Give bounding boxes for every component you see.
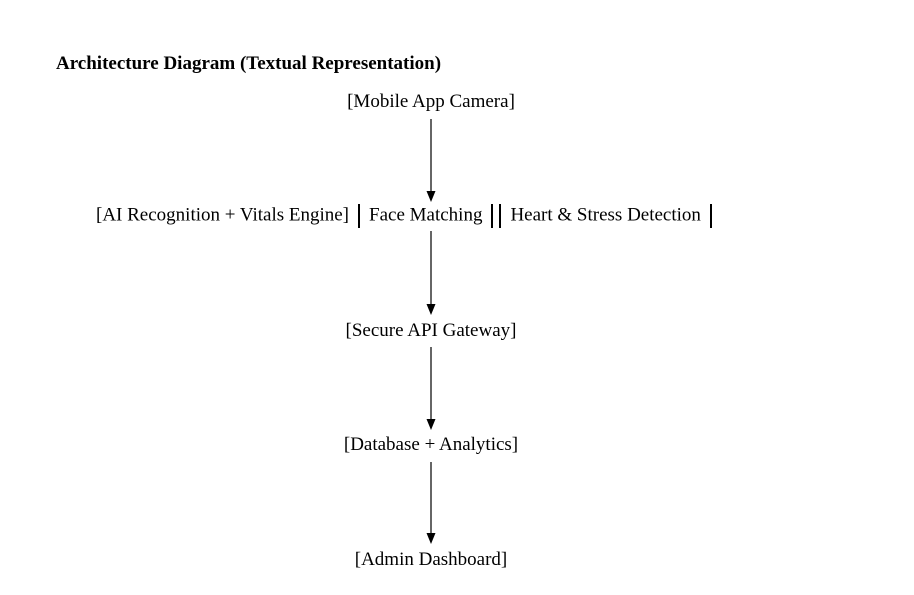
node-secure-api-gateway: [Secure API Gateway]: [345, 320, 517, 341]
divider-bar: [499, 203, 502, 228]
node-database-analytics: [Database + Analytics]: [343, 434, 519, 455]
node-ai-recognition-vitals-engine: [AI Recognition + Vitals Engine]: [96, 204, 350, 226]
node-row-ai-engine: [AI Recognition + Vitals Engine] Face Mat…: [96, 202, 712, 229]
arrow-camera-to-engine: [426, 119, 436, 202]
node-heart-stress-detection: Heart & Stress Detection: [510, 204, 701, 226]
divider-bar: [709, 203, 712, 228]
arrow-gateway-to-database: [426, 347, 436, 430]
divider-bar: [358, 203, 361, 228]
node-admin-dashboard: [Admin Dashboard]: [354, 549, 508, 570]
node-face-matching: Face Matching: [369, 204, 483, 226]
diagram-title: Architecture Diagram (Textual Representa…: [56, 53, 442, 74]
divider-bar: [491, 203, 494, 228]
arrow-engine-to-gateway: [426, 231, 436, 315]
arrow-database-to-dashboard: [426, 462, 436, 544]
node-mobile-app-camera: [Mobile App Camera]: [347, 91, 515, 112]
